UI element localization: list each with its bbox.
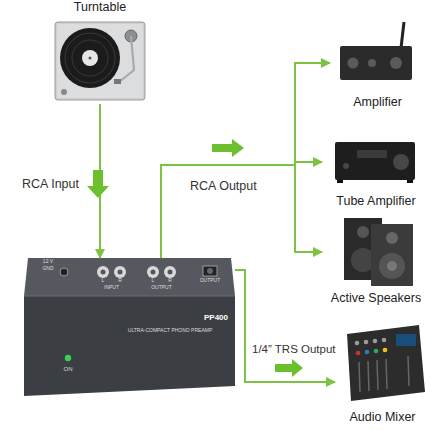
panel-marking: ULTRA-COMPACT PHONO PREAMP — [128, 328, 212, 334]
mixer-body — [347, 325, 425, 401]
spindle — [89, 57, 92, 60]
tube-amplifier-illustration — [335, 142, 415, 183]
amplifier-node: Amplifier — [330, 22, 425, 110]
record-groove — [65, 33, 115, 83]
signal-wire — [161, 162, 322, 258]
panel-marking: INPUT — [104, 285, 119, 291]
panel-marking: PP400 — [204, 314, 228, 323]
edge-label: 1/4” TRS Output — [252, 343, 336, 356]
woofer — [379, 253, 405, 279]
panel-marking: L — [152, 278, 155, 284]
rca-jack — [97, 266, 109, 278]
rca-jack — [164, 266, 176, 278]
antenna — [401, 22, 404, 48]
foot — [337, 180, 343, 183]
mixer-knob — [373, 339, 378, 344]
mixer-knob — [382, 338, 387, 343]
power-led — [65, 355, 71, 361]
tube-amplifier-node: Tube Amplifier — [322, 138, 430, 210]
mixer-node: Audio Mixer — [335, 322, 430, 428]
flow-arrow — [275, 359, 303, 377]
amplifier-body — [340, 46, 412, 80]
panel-marking: R — [168, 278, 172, 284]
amplifier-knob — [348, 58, 359, 69]
fader — [359, 362, 360, 392]
flow-arrow — [87, 170, 109, 198]
preamp-node: 12 VGNDLRINPUTLROUTPUTOUTPUTPP400ULTRA-C… — [20, 258, 235, 398]
tweeter — [357, 226, 369, 238]
mixer-knob — [365, 350, 370, 355]
mixer-knob — [364, 340, 369, 345]
amplifier-knob — [368, 59, 376, 67]
turntable-knob — [61, 89, 67, 95]
flow-arrow — [212, 139, 244, 157]
mixer-knob — [356, 351, 361, 356]
panel-marking: R — [118, 278, 122, 284]
speakers-node: Active Speakers — [322, 214, 430, 306]
panel-marking: OUTPUT — [151, 285, 172, 291]
trs-jack-hole — [207, 268, 213, 274]
turntable-base — [55, 22, 145, 100]
mixer-knob — [355, 341, 360, 346]
device-label: Audio Mixer — [335, 411, 430, 425]
display — [357, 150, 387, 158]
panel-marking: L — [102, 278, 105, 284]
fader — [386, 359, 387, 389]
mixer-illustration — [347, 325, 425, 401]
rca-jack-pin — [118, 270, 123, 275]
rca-jack-pin — [151, 270, 156, 275]
panel-marking: 12 V — [43, 259, 53, 265]
rca-jack-pin — [101, 270, 106, 275]
signal-wire — [235, 270, 335, 382]
woofer-cap — [387, 261, 397, 271]
preamp-edge — [24, 296, 235, 297]
preamp-top-face — [24, 258, 235, 296]
fader — [377, 360, 378, 390]
dc-jack — [60, 268, 68, 276]
rca-jack — [114, 266, 126, 278]
tweeter — [386, 232, 398, 244]
small-knob — [343, 163, 349, 169]
headshell — [114, 79, 121, 84]
mixer-knob — [374, 349, 379, 354]
tonearm — [119, 36, 134, 82]
speaker-cabinet — [371, 224, 413, 286]
record-label — [82, 50, 98, 66]
signal-wire — [161, 165, 322, 258]
mixer-screen — [396, 334, 416, 346]
mixer-knob — [383, 348, 388, 353]
trs-jack — [203, 266, 217, 276]
amplifier-illustration — [340, 22, 412, 80]
edge-label: RCA Output — [190, 180, 257, 194]
amplifier-knob — [390, 57, 402, 69]
device-label: Tube Amplifier — [322, 195, 430, 209]
turntable-node: Turntable — [50, 0, 150, 104]
panel-marking: GND — [42, 266, 53, 272]
foot — [407, 180, 413, 183]
fader — [368, 361, 369, 391]
device-label: Active Speakers — [322, 292, 430, 306]
tube-amplifier-body — [335, 142, 415, 180]
turntable-platter — [60, 28, 120, 88]
preamp-illustration — [24, 258, 235, 396]
record-groove — [72, 40, 108, 76]
rca-jack — [147, 266, 159, 278]
panel-marking: ON — [64, 366, 73, 373]
device-label: Turntable — [50, 1, 150, 15]
device-label: Amplifier — [330, 96, 425, 110]
fader — [408, 356, 409, 386]
edge-label: RCA Input — [22, 178, 79, 192]
panel-marking: OUTPUT — [200, 278, 221, 284]
preamp-front-face — [24, 296, 235, 396]
volume-knob — [393, 154, 409, 170]
speakers-illustration — [344, 218, 413, 286]
rca-jack-pin — [168, 270, 173, 275]
turntable-illustration — [55, 22, 145, 100]
signal-wire — [161, 63, 330, 258]
turntable-top — [57, 24, 143, 98]
